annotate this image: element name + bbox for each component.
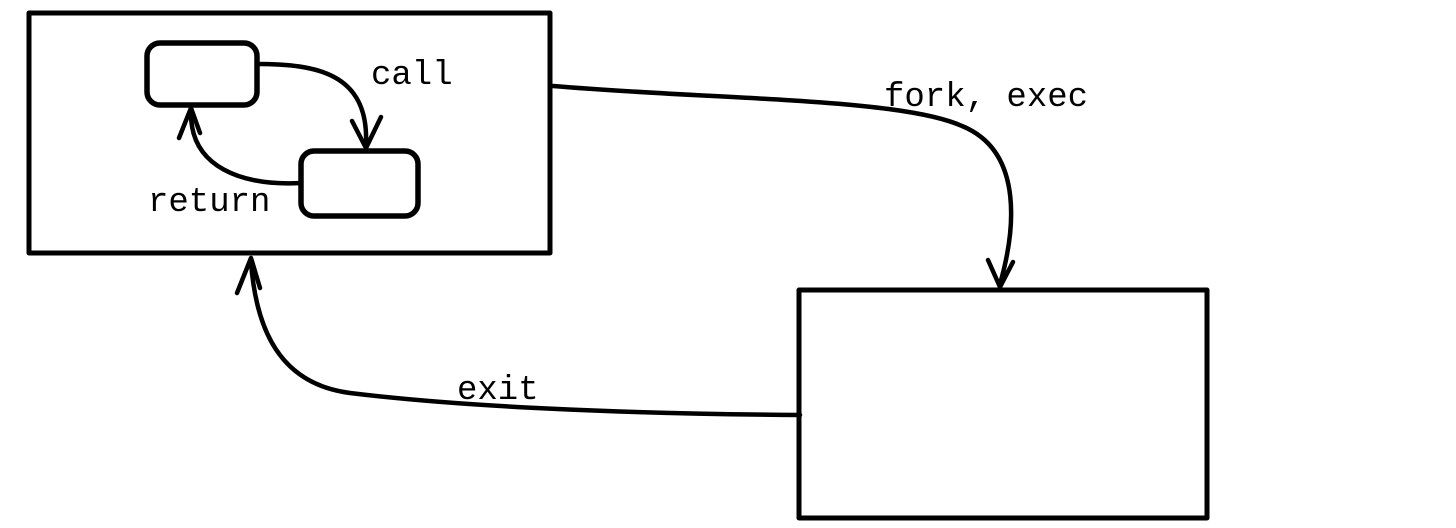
diagram-shapes [26, 10, 1210, 521]
call-arrow-curve [254, 61, 369, 147]
call-label: call [371, 57, 453, 95]
return-label: return [148, 184, 270, 222]
fork-exec-arrowhead-icon [985, 257, 1016, 290]
outer-process-box [26, 10, 553, 256]
exit-label: exit [457, 372, 539, 410]
return-arrowhead-icon [176, 105, 203, 141]
call-arrowhead-icon [349, 114, 384, 151]
fork-exec-label: fork, exec [884, 79, 1088, 117]
exit-arrow-curve [248, 259, 803, 418]
right-process-box [796, 287, 1210, 521]
inner-bottom-node [298, 148, 421, 219]
return-arrow-curve [188, 109, 304, 186]
fork-exec-arrow-curve [550, 83, 1014, 287]
inner-top-node [144, 40, 260, 108]
exit-arrowhead-icon [234, 255, 263, 296]
diagram-labels: call return fork, exec exit [148, 57, 1088, 410]
